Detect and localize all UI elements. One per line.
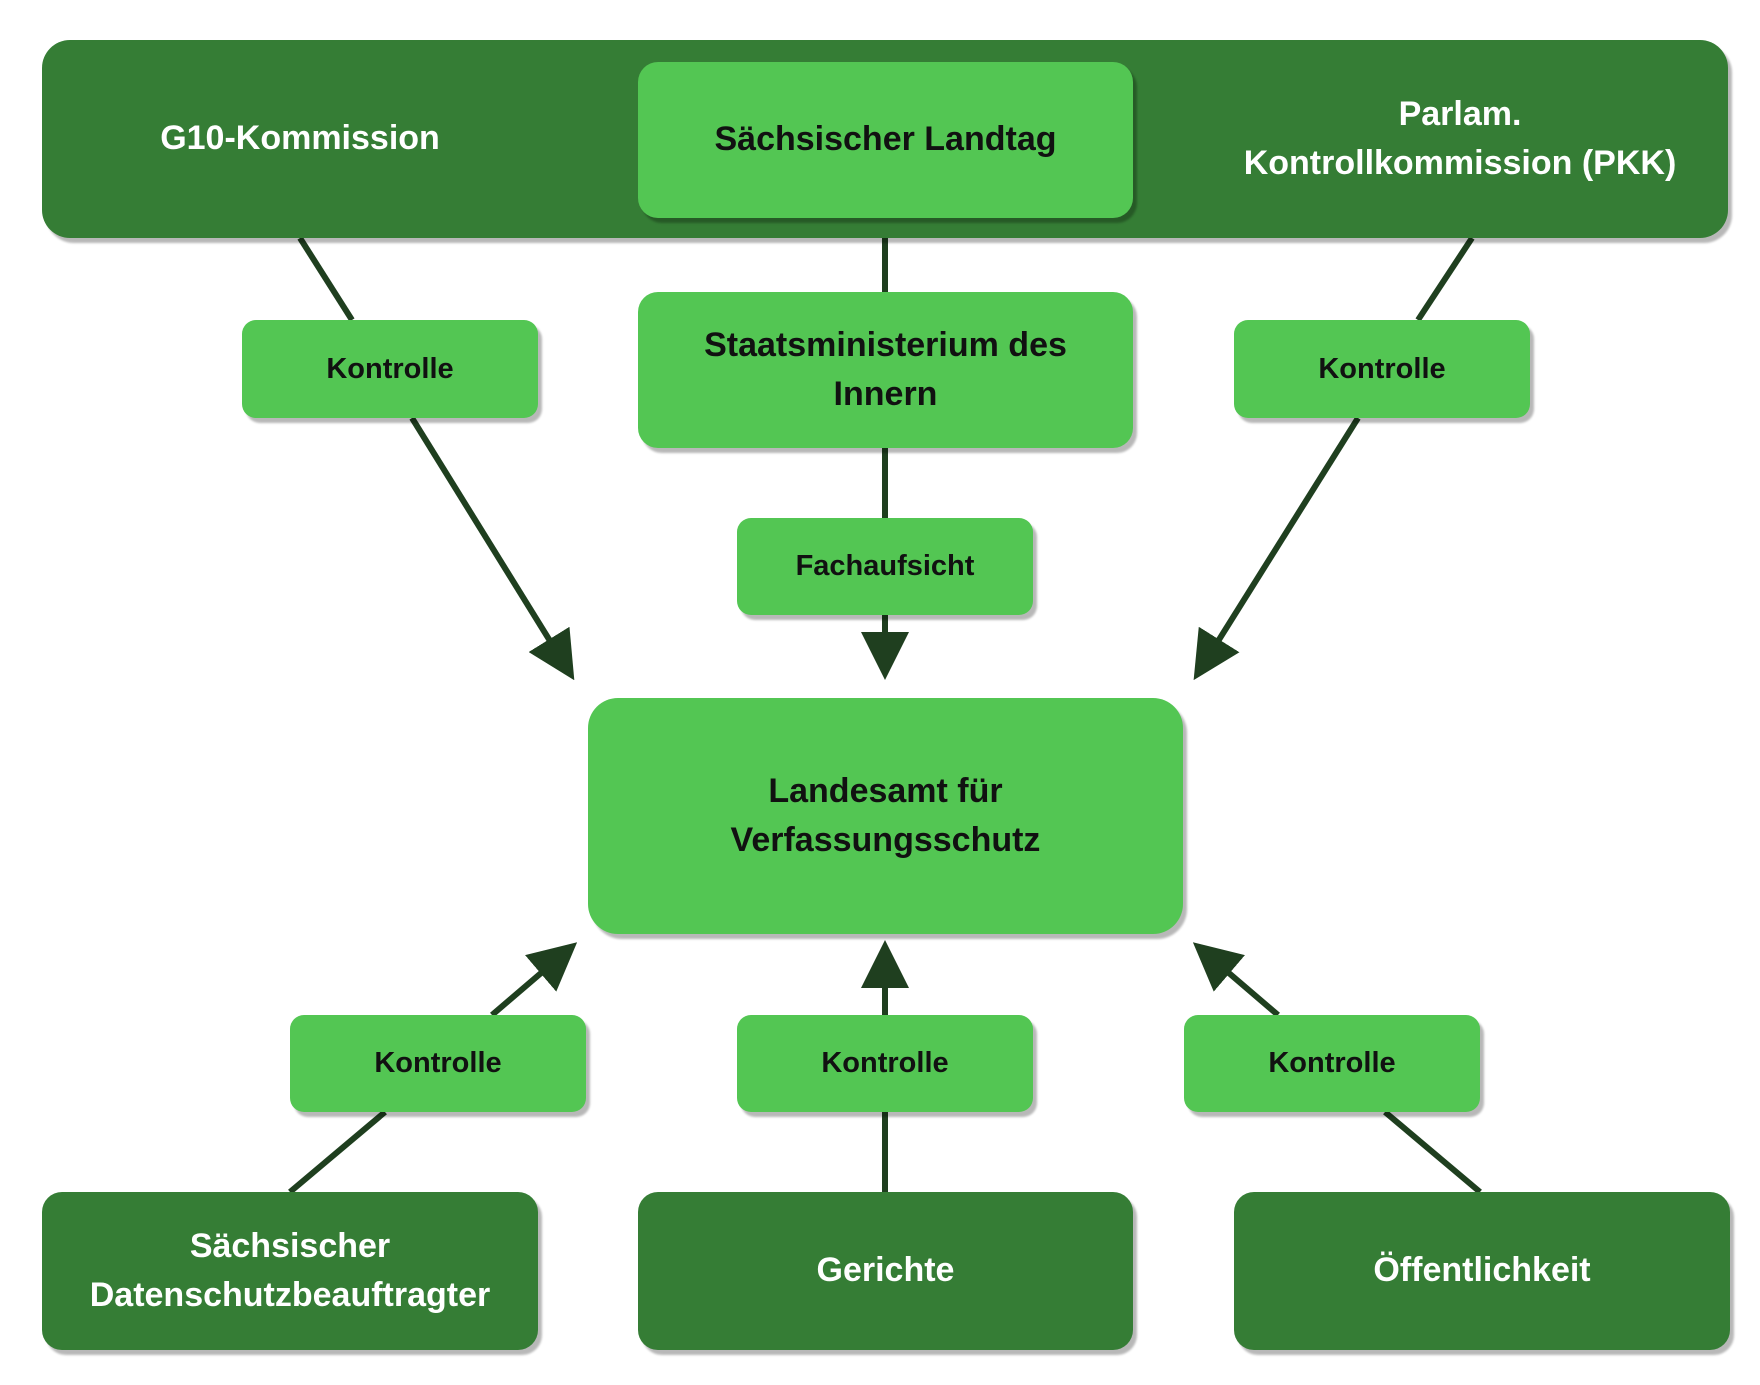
landesamt-line1: Landesamt für <box>768 771 1003 810</box>
arrow-kontrolle-to-landesamt-bottom-right <box>1192 942 1280 1018</box>
pkk-label: Parlam. Kontrollkommission (PKK) <box>1200 40 1720 238</box>
landesamt-line2: Verfassungsschutz <box>730 821 1041 859</box>
connector-oeffentlichkeit-to-kontrolle <box>1383 1109 1482 1195</box>
connector-g10-to-kontrolle <box>297 236 355 322</box>
staatsministerium-line2: Innern <box>833 375 938 413</box>
oeffentlichkeit-box: Öffentlichkeit <box>1234 1192 1730 1350</box>
datenschutzbeauftragter-box: Sächsischer Datenschutzbeauftragter <box>42 1192 538 1350</box>
landesamt-verfassungsschutz-box: Landesamt für Verfassungsschutz <box>588 698 1183 934</box>
gerichte-box: Gerichte <box>638 1192 1133 1350</box>
saechsischer-landtag-box: Sächsischer Landtag <box>638 62 1133 218</box>
arrow-kontrolle-to-landesamt-left <box>409 416 575 681</box>
datenschutz-line2: Datenschutzbeauftragter <box>89 1276 491 1314</box>
pkk-label-line2: Kontrollkommission (PKK) <box>1243 144 1677 182</box>
connector-pkk-to-kontrolle <box>1415 236 1475 322</box>
datenschutz-line1: Sächsischer <box>189 1226 391 1265</box>
pkk-label-line1: Parlam. <box>1398 94 1522 133</box>
kontrolle-top-right-box: Kontrolle <box>1234 320 1530 418</box>
arrow-kontrolle-to-landesamt-bottom-left <box>490 942 578 1018</box>
arrow-kontrolle-to-landesamt-right <box>1193 416 1361 681</box>
kontrolle-bottom-right-box: Kontrolle <box>1184 1015 1480 1112</box>
connector-datenschutz-to-kontrolle <box>288 1109 387 1195</box>
staatsministerium-line1: Staatsministerium des <box>704 325 1067 364</box>
kontrolle-top-left-box: Kontrolle <box>242 320 538 418</box>
kontrolle-bottom-center-box: Kontrolle <box>737 1015 1033 1112</box>
g10-kommission-label: G10-Kommission <box>160 119 440 158</box>
staatsministerium-box: Staatsministerium des Innern <box>638 292 1133 448</box>
fachaufsicht-box: Fachaufsicht <box>737 518 1033 615</box>
kontrolle-bottom-left-box: Kontrolle <box>290 1015 586 1112</box>
